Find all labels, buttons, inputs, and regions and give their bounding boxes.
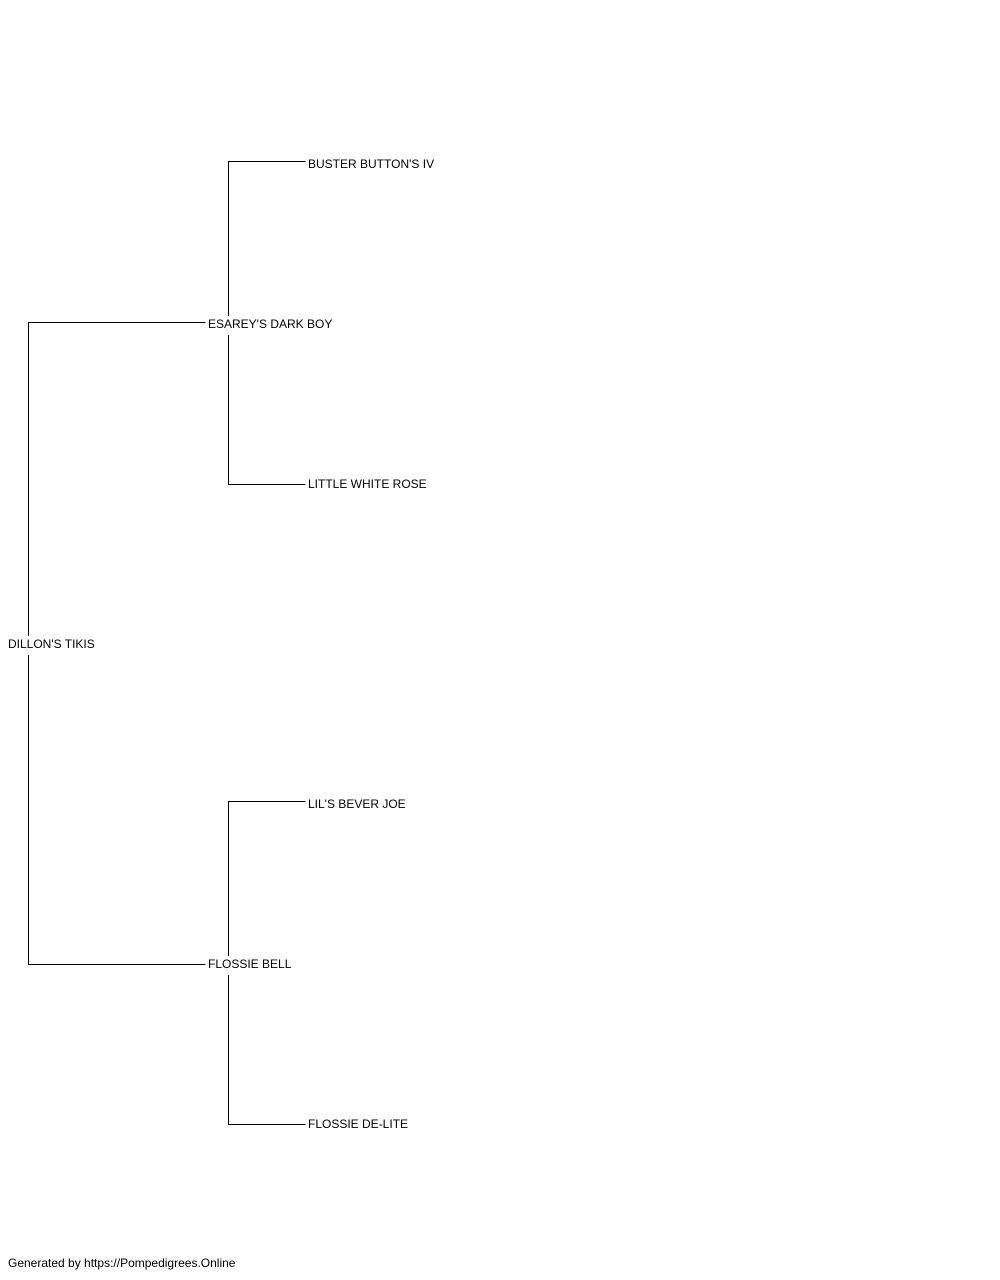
subject-name: DILLON'S TIKIS xyxy=(8,637,95,651)
connector-subject-sire xyxy=(28,322,206,636)
dam-sire-name: LIL'S BEVER JOE xyxy=(308,797,406,811)
dam-dam-name: FLOSSIE DE-LITE xyxy=(308,1117,409,1131)
connector-subject-dam xyxy=(28,655,206,965)
connector-sire-sire xyxy=(228,161,306,316)
dam-name: FLOSSIE BELL xyxy=(208,957,292,971)
connector-dam-dam xyxy=(228,975,306,1125)
connector-sire-dam xyxy=(228,335,306,485)
sire-sire-name: BUSTER BUTTON'S IV xyxy=(308,157,435,171)
sire-dam-name: LITTLE WHITE ROSE xyxy=(308,477,427,491)
sire-name: ESAREY'S DARK BOY xyxy=(208,317,333,331)
generated-by-footer: Generated by https://Pompedigrees.Online xyxy=(8,1256,236,1270)
connector-dam-sire xyxy=(228,801,306,956)
